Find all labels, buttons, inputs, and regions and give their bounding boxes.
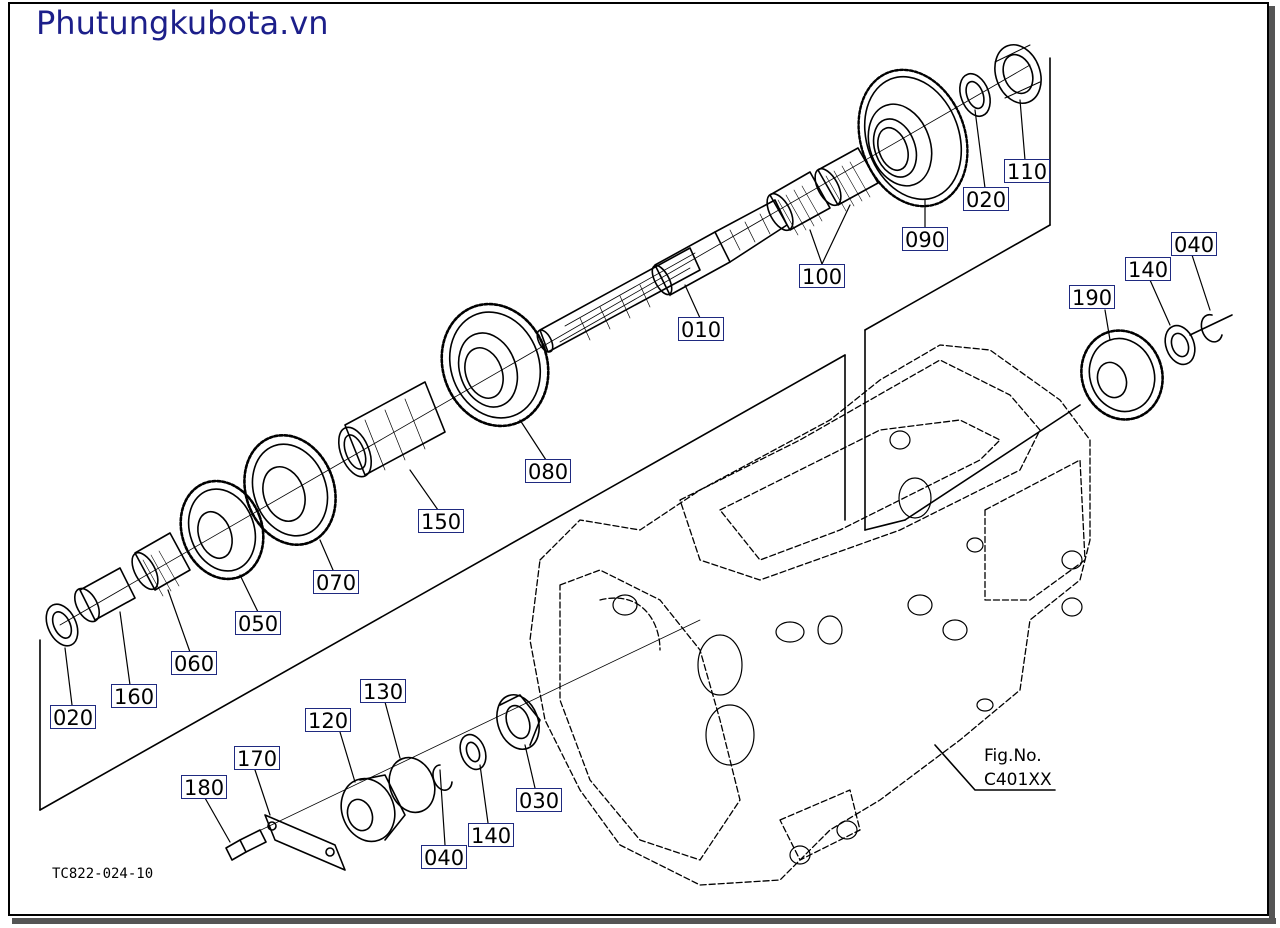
callout-130[interactable]: 130 [360, 679, 407, 704]
bearing-030 [496, 694, 541, 750]
washer-140-bottom [459, 733, 487, 771]
callout-080[interactable]: 080 [525, 459, 572, 484]
washer-020-top [959, 72, 991, 118]
assembly-bracket-lines [39, 57, 1233, 811]
callout-160[interactable]: 160 [111, 684, 158, 709]
gear-190 [1080, 329, 1164, 421]
callout-030[interactable]: 030 [516, 788, 563, 813]
callout-190[interactable]: 190 [1069, 285, 1116, 310]
callout-leaders [64, 99, 1211, 846]
drawing-frame [8, 2, 1269, 916]
watermark-brand: Phutungkubota.vn [36, 4, 329, 42]
callout-150[interactable]: 150 [418, 509, 465, 534]
main-shaft-010 [536, 199, 788, 353]
callout-180[interactable]: 180 [181, 775, 228, 800]
circlip-040-right [1200, 313, 1223, 343]
callout-140-right[interactable]: 140 [1125, 257, 1172, 282]
callout-020-left[interactable]: 020 [50, 705, 97, 730]
plug-180 [225, 829, 267, 861]
circlip-040-bottom [432, 764, 453, 791]
bushing-120 [340, 774, 406, 843]
callout-100[interactable]: 100 [799, 264, 846, 289]
drawing-code: TC822-024-10 [52, 866, 154, 882]
gear-080 [440, 302, 550, 428]
collar-160 [73, 567, 136, 623]
gear-050 [179, 479, 265, 581]
lower-shaft-axis [239, 619, 701, 841]
callout-010[interactable]: 010 [678, 317, 725, 342]
callout-170[interactable]: 170 [234, 746, 281, 771]
needle-bearings-100 [766, 147, 879, 236]
needle-bearing-060 [131, 532, 191, 597]
frame-shadow-right [1269, 6, 1275, 924]
callout-050[interactable]: 050 [235, 611, 282, 636]
callout-110[interactable]: 110 [1004, 159, 1051, 184]
callout-120[interactable]: 120 [305, 708, 352, 733]
transmission-housing [529, 344, 1091, 886]
washer-140-right [1164, 324, 1196, 366]
spline-sleeve-150 [337, 381, 446, 478]
callout-060[interactable]: 060 [171, 651, 218, 676]
gear-090 [857, 68, 969, 208]
callout-020-top[interactable]: 020 [963, 187, 1010, 212]
fig-leader-line [934, 744, 1056, 791]
housing-holes [612, 430, 1083, 865]
gear-070 [243, 433, 337, 547]
plate-170 [264, 814, 346, 871]
bearing-110 [994, 44, 1042, 104]
callout-070[interactable]: 070 [313, 570, 360, 595]
callout-090[interactable]: 090 [902, 227, 949, 252]
callout-040-bottom[interactable]: 040 [421, 845, 468, 870]
callout-140-bottom[interactable]: 140 [468, 823, 515, 848]
fig-number: C401XX [984, 770, 1052, 790]
washer-020-left [45, 603, 79, 647]
fig-label: Fig.No. [984, 746, 1042, 766]
frame-shadow-bottom [12, 918, 1276, 924]
callout-040-right[interactable]: 040 [1171, 232, 1218, 257]
